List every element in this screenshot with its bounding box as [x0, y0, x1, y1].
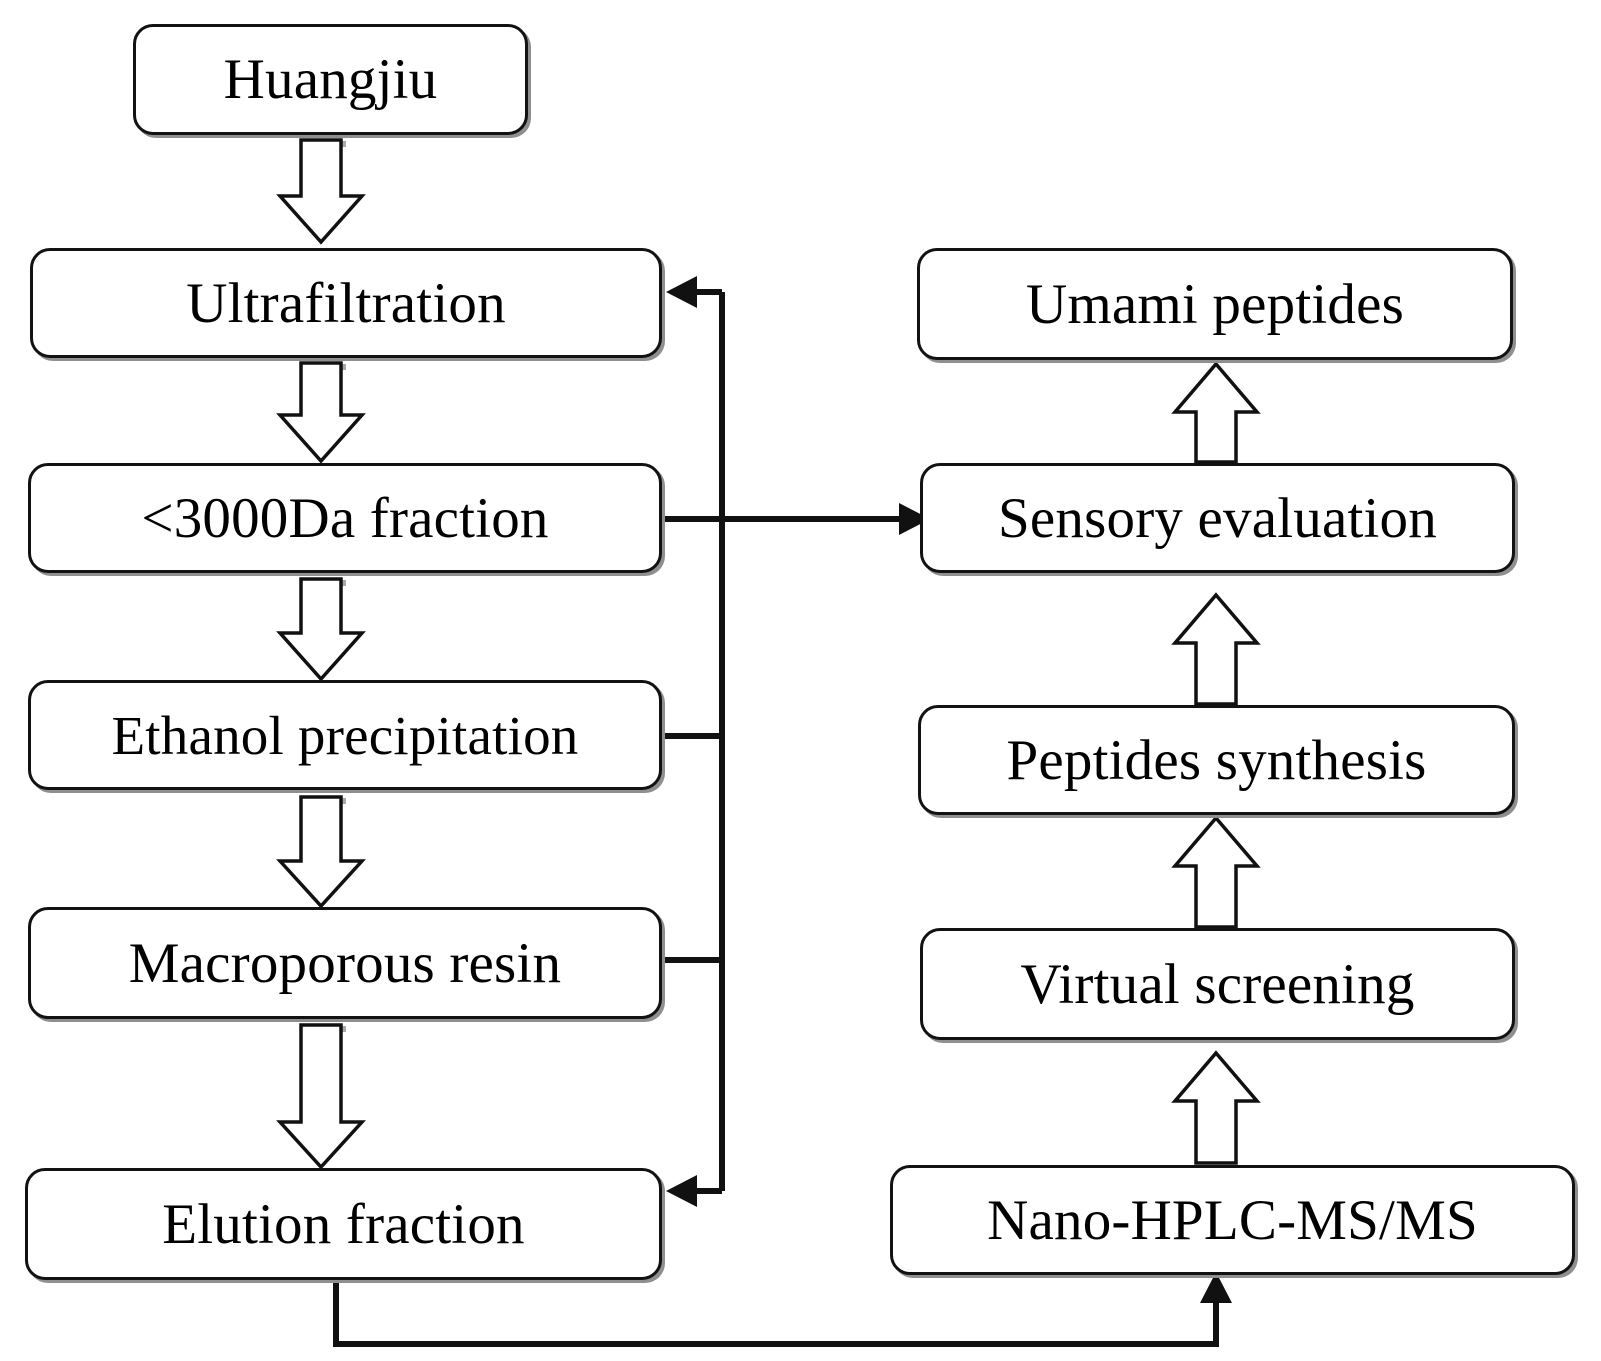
node-nano-hplc-ms-ms[interactable]: Nano-HPLC-MS/MS — [890, 1165, 1575, 1275]
node-ultrafiltration[interactable]: Ultrafiltration — [30, 248, 662, 358]
block-arrow-sensory-to-umami — [1171, 361, 1261, 464]
node-ultrafiltration-label: Ultrafiltration — [186, 271, 506, 335]
node-sensory-evaluation-label: Sensory evaluation — [998, 486, 1437, 550]
node-huangjiu[interactable]: Huangjiu — [133, 24, 528, 135]
block-arrow-fraction-to-ethanol — [276, 577, 366, 682]
block-arrow-synthesis-to-sensory — [1171, 592, 1261, 706]
node-umami-peptides[interactable]: Umami peptides — [917, 248, 1513, 360]
node-huangjiu-label: Huangjiu — [223, 48, 438, 111]
block-arrow-resin-to-elution — [276, 1023, 366, 1170]
node-virtual-screening[interactable]: Virtual screening — [920, 928, 1515, 1040]
node-ethanol-precipitation[interactable]: Ethanol precipitation — [28, 680, 662, 790]
block-arrow-screening-to-synthesis — [1171, 815, 1261, 929]
node-sensory-evaluation[interactable]: Sensory evaluation — [920, 463, 1515, 573]
block-arrow-huangjiu-to-ultrafiltration — [276, 138, 366, 245]
connector-elution-to-nanohplc — [333, 1281, 1219, 1347]
node-peptides-synthesis-label: Peptides synthesis — [1006, 728, 1427, 792]
node-ethanol-precipitation-label: Ethanol precipitation — [111, 704, 579, 766]
node-3000da-fraction[interactable]: <3000Da fraction — [28, 463, 662, 573]
arrowhead-into-ultrafiltration — [666, 276, 697, 308]
block-arrow-ethanol-to-resin — [276, 795, 366, 909]
arrowhead-into-nanohplc — [1200, 1272, 1232, 1303]
block-arrow-nanohplc-to-screening — [1171, 1050, 1261, 1165]
node-peptides-synthesis[interactable]: Peptides synthesis — [918, 705, 1515, 815]
node-macroporous-resin-label: Macroporous resin — [128, 931, 562, 995]
node-macroporous-resin[interactable]: Macroporous resin — [28, 907, 662, 1019]
node-elution-fraction[interactable]: Elution fraction — [25, 1168, 662, 1280]
node-umami-peptides-label: Umami peptides — [1026, 272, 1404, 336]
node-elution-fraction-label: Elution fraction — [162, 1192, 525, 1256]
arrowhead-into-elution — [666, 1175, 697, 1207]
node-virtual-screening-label: Virtual screening — [1020, 952, 1415, 1016]
node-3000da-fraction-label: <3000Da fraction — [141, 486, 549, 550]
node-nano-hplc-ms-ms-label: Nano-HPLC-MS/MS — [987, 1188, 1478, 1252]
arrowhead-into-sensory — [899, 503, 930, 535]
block-arrow-ultrafiltration-to-fraction — [276, 361, 366, 464]
